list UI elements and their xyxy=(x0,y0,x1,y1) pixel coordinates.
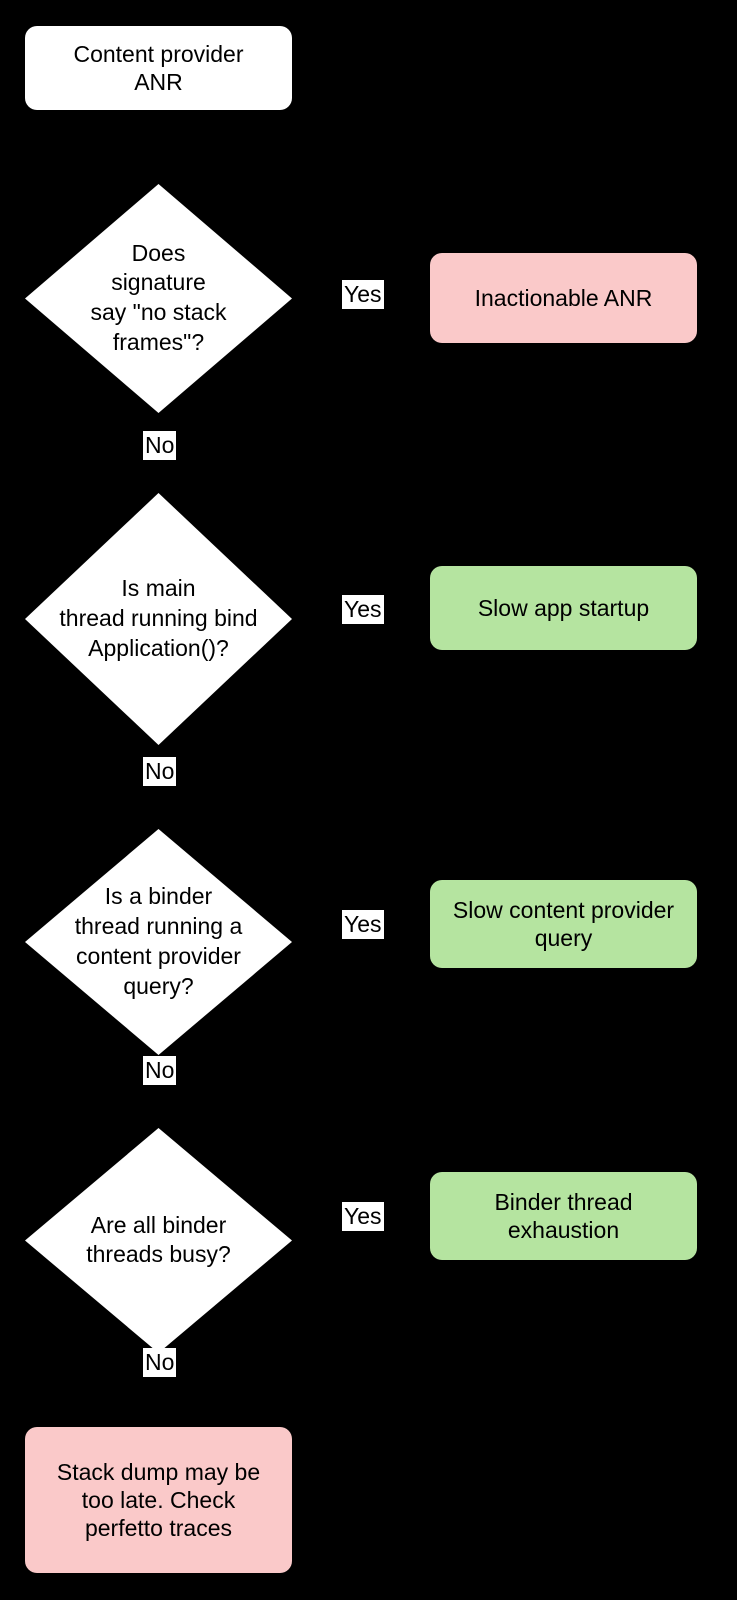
connector-decision2-to-decision3 xyxy=(156,745,159,829)
edge-label-no-3: No xyxy=(143,1056,177,1086)
node-decision-binder-threads-busy[interactable]: Are all binder threads busy? xyxy=(25,1128,292,1353)
edge-label-no-4: No xyxy=(143,1348,177,1378)
node-outcome-4-label: Binder thread exhaustion xyxy=(494,1188,633,1243)
node-outcome-2-label: Slow app startup xyxy=(477,594,650,621)
node-outcome-slow-app-startup[interactable]: Slow app startup xyxy=(430,566,697,650)
node-decision-binder-thread-query[interactable]: Is a binder thread running a content pro… xyxy=(25,829,292,1055)
node-outcome-5-label: Stack dump may be too late. Check perfet… xyxy=(56,1458,261,1542)
connector-start-to-decision1 xyxy=(156,110,159,184)
node-outcome-inactionable-anr[interactable]: Inactionable ANR xyxy=(430,253,697,343)
node-outcome-stack-dump-too-late[interactable]: Stack dump may be too late. Check perfet… xyxy=(25,1427,292,1573)
node-decision-no-stack-frames[interactable]: Does signature say "no stack frames"? xyxy=(25,184,292,413)
connector-decision4-to-outcome5 xyxy=(156,1353,159,1427)
edge-label-yes-3: Yes xyxy=(342,910,384,940)
node-decision-bind-application[interactable]: Is main thread running bind Application(… xyxy=(25,493,292,745)
node-decision-2-label: Is main thread running bind Application(… xyxy=(59,575,258,661)
node-start-content-provider-anr[interactable]: Content provider ANR xyxy=(25,26,292,110)
edge-label-no-1: No xyxy=(143,431,177,461)
node-decision-3-label: Is a binder thread running a content pro… xyxy=(74,883,243,999)
edge-label-yes-1: Yes xyxy=(342,280,384,310)
node-decision-1-label: Does signature say "no stack frames"? xyxy=(90,239,227,356)
node-start-label: Content provider ANR xyxy=(73,40,244,95)
node-outcome-slow-content-provider-query[interactable]: Slow content provider query xyxy=(430,880,697,968)
edge-label-yes-2: Yes xyxy=(342,595,384,625)
node-outcome-binder-thread-exhaustion[interactable]: Binder thread exhaustion xyxy=(430,1172,697,1260)
edge-label-yes-4: Yes xyxy=(342,1202,384,1232)
node-outcome-1-label: Inactionable ANR xyxy=(474,284,653,311)
node-outcome-3-label: Slow content provider query xyxy=(452,896,675,951)
node-decision-4-label: Are all binder threads busy? xyxy=(86,1211,231,1268)
edge-label-no-2: No xyxy=(143,757,177,787)
connector-decision3-to-decision4 xyxy=(156,1055,159,1128)
